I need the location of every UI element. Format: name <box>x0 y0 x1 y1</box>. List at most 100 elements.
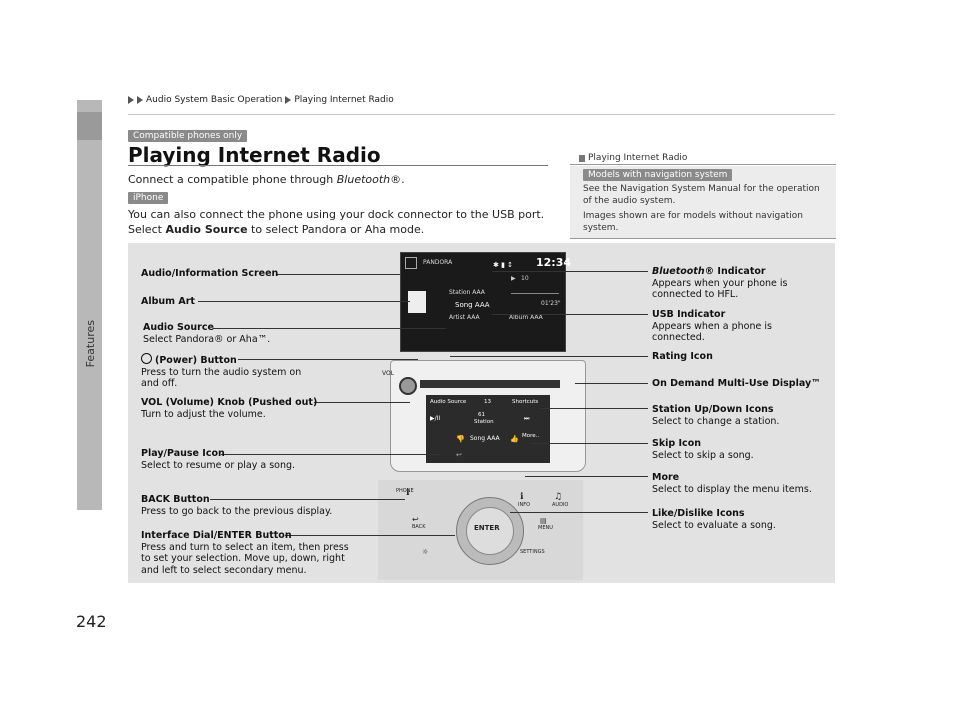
menu-button[interactable]: MENU <box>538 525 553 531</box>
more-button[interactable]: More.. <box>522 433 540 439</box>
station-number: 61 <box>478 412 485 418</box>
note-line: of the audio system. <box>583 196 676 206</box>
note-line: See the Navigation System Manual for the… <box>583 184 820 194</box>
vent-slot <box>420 380 560 388</box>
callout-album-art: Album Art <box>141 296 195 307</box>
callout-line <box>285 535 455 536</box>
side-tab <box>77 100 102 510</box>
callout-line <box>540 408 648 409</box>
callout-line <box>525 476 648 477</box>
back-icon: ↩ <box>412 515 419 524</box>
station-label: Station <box>474 419 494 425</box>
callout-rating-icon: Rating Icon <box>652 351 713 362</box>
dislike-icon[interactable]: 👎 <box>456 435 465 443</box>
callout-line <box>210 499 405 500</box>
screen-station: Station AAA <box>449 289 485 296</box>
info-button[interactable]: INFO <box>518 502 531 508</box>
breadcrumb-arrow-icon <box>285 96 292 104</box>
callout-line <box>238 359 418 360</box>
power-icon <box>141 353 152 364</box>
paragraph-usb: You can also connect the phone using you… <box>128 208 545 221</box>
back-button[interactable]: BACK <box>412 524 426 530</box>
audio-icon: ♫ <box>554 492 563 502</box>
screen-track-number: 10 <box>521 275 529 282</box>
paragraph-audio-source: Select Audio Source to select Pandora or… <box>128 223 425 236</box>
screen-artist: Artist AAA <box>449 314 480 321</box>
callout-vol-knob: VOL (Volume) Knob (Pushed out) Turn to a… <box>141 397 318 420</box>
note-title: Playing Internet Radio <box>579 153 687 163</box>
station-down-icon[interactable]: ▶/II <box>430 415 441 422</box>
compatible-phones-badge: Compatible phones only <box>128 130 248 142</box>
note-marker-icon <box>579 154 585 162</box>
dashboard-song: Song AAA <box>470 435 500 442</box>
callout-skip-icon: Skip Icon Select to skip a song. <box>652 438 754 461</box>
models-nav-badge: Models with navigation system <box>583 169 733 181</box>
settings-button[interactable]: SETTINGS <box>520 549 545 555</box>
note-line: system. <box>583 223 619 233</box>
phone-icon: ℹ <box>406 488 410 498</box>
screen-play-icon: ▶ <box>511 275 516 282</box>
callout-line <box>314 402 410 403</box>
breadcrumb-current: Playing Internet Radio <box>294 95 394 105</box>
music-note-icon <box>405 257 417 269</box>
breadcrumb-arrow-icon <box>137 96 143 104</box>
screen-album: Album AAA <box>509 314 543 321</box>
audio-source-button[interactable]: Audio Source <box>430 399 467 405</box>
callout-line <box>213 328 446 329</box>
callout-line <box>450 356 648 357</box>
bluetooth-indicator-icon: ✱ ▮ ↕ <box>493 261 514 269</box>
callout-like-dislike: Like/Dislike Icons Select to evaluate a … <box>652 508 776 531</box>
note-line: Images shown are for models without navi… <box>583 211 803 221</box>
screen-song: Song AAA <box>455 301 490 309</box>
page-number: 242 <box>76 612 107 631</box>
note-top-rule <box>570 164 836 165</box>
callout-line <box>221 454 441 455</box>
screen-clock: 12:34 <box>536 256 572 269</box>
enter-button[interactable] <box>466 507 514 555</box>
back-arrow-icon[interactable]: ↩ <box>456 451 462 459</box>
audio-button[interactable]: AUDIO <box>552 502 569 508</box>
note-bottom-rule <box>570 238 836 239</box>
vol-knob[interactable] <box>399 377 417 395</box>
audio-info-screen: PANDORA 12:34 ✱ ▮ ↕ 10 ▶ Station AAA Son… <box>400 252 571 352</box>
callout-usb-indicator: USB Indicator Appears when a phone is co… <box>652 309 772 343</box>
callout-on-demand-display: On Demand Multi-Use Display™ <box>652 378 821 389</box>
callout-station-up-down: Station Up/Down Icons Select to change a… <box>652 404 780 427</box>
breadcrumb-link-basic-operation[interactable]: Audio System Basic Operation <box>146 95 283 105</box>
callout-line <box>510 512 648 513</box>
info-icon: ℹ <box>520 492 524 502</box>
progress-bar <box>511 293 559 294</box>
callout-interface-dial: Interface Dial/ENTER Button Press and tu… <box>141 530 349 576</box>
on-demand-display: Audio Source 13 Shortcuts ▶/II 61 Statio… <box>426 395 550 463</box>
callout-line <box>492 271 648 272</box>
callout-back-button: BACK Button Press to go back to the prev… <box>141 494 333 517</box>
brightness-icon[interactable]: ☼ <box>422 548 429 556</box>
shortcuts-button[interactable]: Shortcuts <box>512 399 539 405</box>
callout-line <box>575 383 648 384</box>
menu-icon: ▤ <box>540 517 547 525</box>
title-rule <box>128 165 548 166</box>
phone-button[interactable]: PHONE <box>396 488 414 494</box>
skip-icon[interactable]: ⏭ <box>524 415 530 422</box>
intro-text: Connect a compatible phone through Bluet… <box>128 173 405 186</box>
header-rule <box>128 114 835 115</box>
callout-line <box>492 314 648 315</box>
screen-elapsed: 01'23" <box>541 300 561 307</box>
breadcrumb: Audio System Basic Operation Playing Int… <box>128 95 394 105</box>
page-title: Playing Internet Radio <box>128 143 381 167</box>
screen-app-name: PANDORA <box>423 259 453 266</box>
enter-label: ENTER <box>474 524 500 532</box>
vol-label: VOL <box>382 370 395 377</box>
callout-line <box>198 301 410 302</box>
callout-line <box>530 443 648 444</box>
callout-more: More Select to display the menu items. <box>652 472 812 495</box>
callout-play-pause: Play/Pause Icon Select to resume or play… <box>141 448 296 471</box>
album-art <box>408 291 426 313</box>
iphone-badge: iPhone <box>128 192 169 204</box>
callout-line <box>277 274 402 275</box>
callout-audio-info-screen: Audio/Information Screen <box>141 268 279 279</box>
track-number: 13 <box>484 399 491 405</box>
side-section-label: Features <box>84 320 97 368</box>
like-icon[interactable]: 👍 <box>510 435 519 443</box>
breadcrumb-arrow-icon <box>128 96 134 104</box>
